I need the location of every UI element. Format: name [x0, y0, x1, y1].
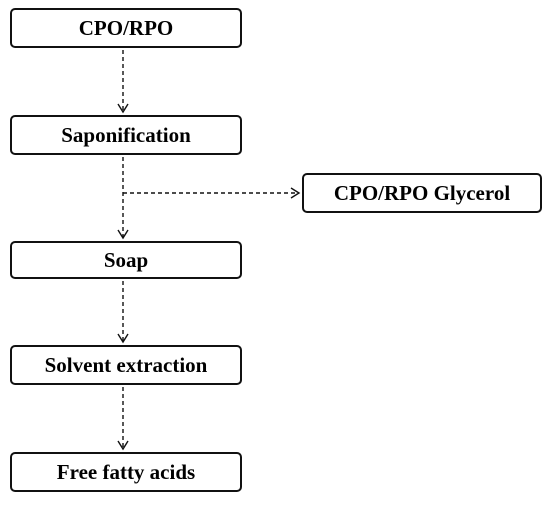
- arrow-saponification-to-soap: [117, 157, 129, 240]
- node-soap: Soap: [10, 241, 242, 279]
- node-solvent-extraction: Solvent extraction: [10, 345, 242, 385]
- node-free-fatty-acids-label: Free fatty acids: [56, 459, 196, 484]
- arrow-cpo-to-saponification: [117, 50, 129, 114]
- node-solvent-extraction-label: Solvent extraction: [44, 352, 208, 377]
- node-saponification-label: Saponification: [61, 122, 191, 147]
- node-glycerol: CPO/RPO Glycerol: [302, 173, 542, 213]
- node-free-fatty-acids: Free fatty acids: [10, 452, 242, 492]
- node-cpo-rpo: CPO/RPO: [10, 8, 242, 48]
- node-soap-label: Soap: [103, 247, 149, 272]
- arrow-solvent-extraction-to-free-fatty-acids: [117, 387, 129, 451]
- node-saponification: Saponification: [10, 115, 242, 155]
- arrow-soap-to-solvent-extraction: [117, 281, 129, 344]
- node-cpo-rpo-label: CPO/RPO: [78, 15, 174, 40]
- arrow-saponification-to-glycerol: [123, 187, 301, 199]
- node-glycerol-label: CPO/RPO Glycerol: [333, 180, 511, 205]
